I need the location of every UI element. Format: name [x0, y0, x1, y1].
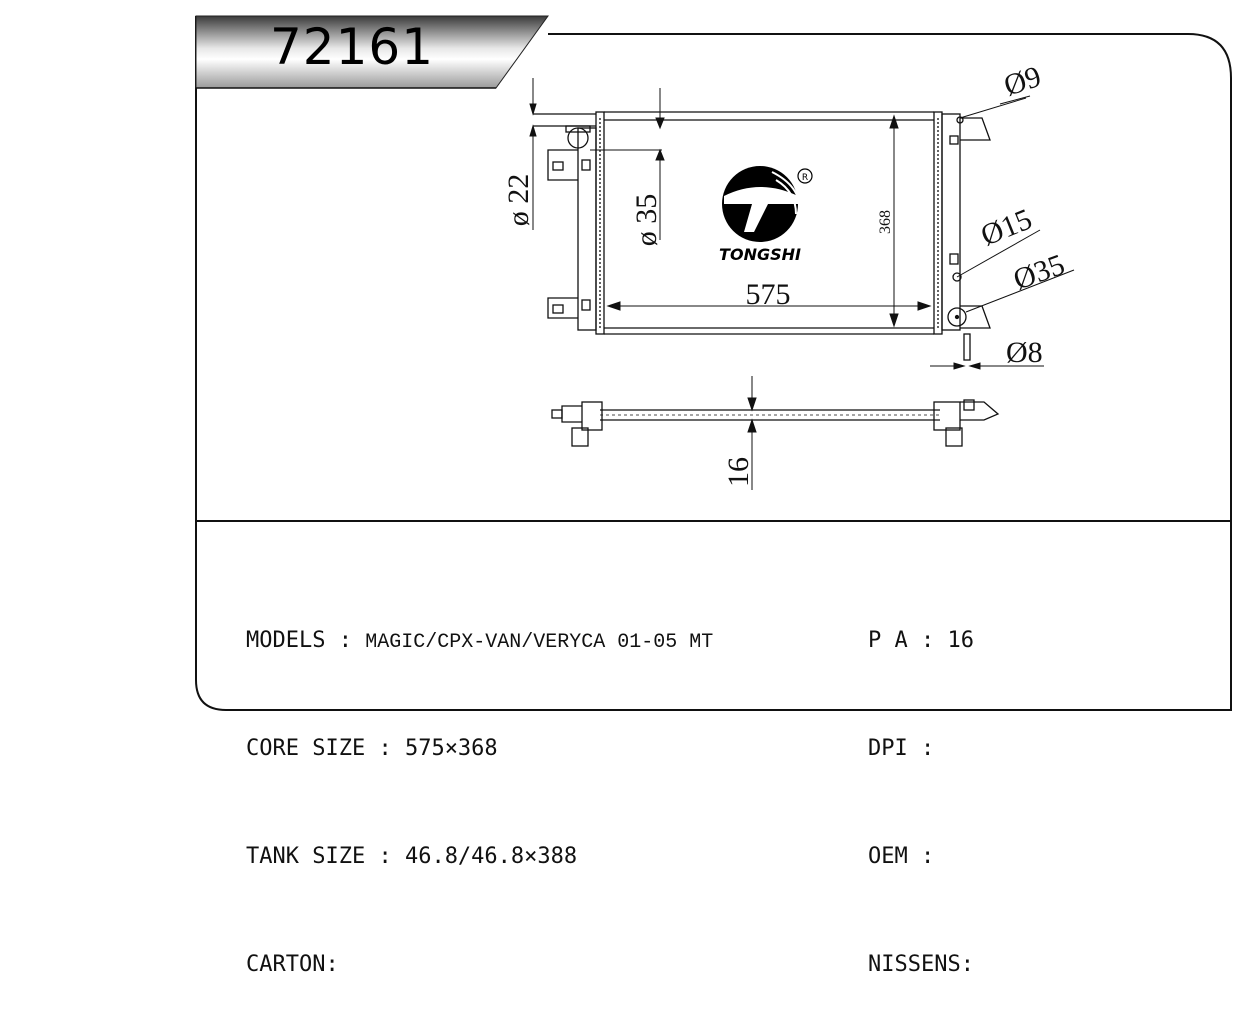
- nissens-label: NISSENS:: [868, 952, 974, 977]
- height-dimension-label: 368: [877, 210, 894, 234]
- spec-left-column: MODELS : MAGIC/CPX-VAN/VERYCA 01-05 MT C…: [246, 551, 713, 1019]
- inlet-diameter-label: ø 22: [502, 174, 535, 227]
- tank-size-row: TANK SIZE : 46.8/46.8×388: [246, 839, 713, 875]
- pa-label: P A :: [868, 628, 948, 653]
- sensor-diameter-label: Ø15: [976, 203, 1036, 253]
- thickness-dimension: [747, 376, 757, 490]
- oem-row: OEM :: [868, 839, 974, 875]
- core-size-value: 575×368: [404, 736, 498, 761]
- bolt-diameter-label: Ø9: [1000, 60, 1045, 103]
- models-value: MAGIC/CPX-VAN/VERYCA 01-05 MT: [365, 631, 714, 654]
- dimension-lines: [529, 78, 1075, 370]
- pa-row: P A : 16: [868, 623, 974, 659]
- outlet-diameter-label: Ø35: [1009, 248, 1069, 297]
- dpi-row: DPI :: [868, 731, 974, 767]
- part-number: 72161: [270, 18, 435, 76]
- drawing-sheet: 575 368 ø 22 ø 35 Ø9 Ø15 Ø35 Ø8 R TONGSH…: [195, 15, 1232, 711]
- oem-label: OEM :: [868, 844, 935, 869]
- pa-value: 16: [947, 628, 974, 653]
- drain-diameter-label: Ø8: [1006, 336, 1043, 369]
- nissens-row: NISSENS:: [868, 947, 974, 983]
- tank-size-value: 46.8/46.8×388: [404, 844, 578, 869]
- cap-diameter-label: ø 35: [630, 194, 663, 247]
- carton-row: CARTON:: [246, 947, 713, 983]
- radiator-top-view: [551, 399, 1000, 447]
- tongshi-logo: R TONGSHI: [719, 166, 813, 264]
- dpi-label: DPI :: [868, 736, 935, 761]
- core-size-label: CORE SIZE :: [246, 736, 405, 761]
- tank-size-label: TANK SIZE :: [246, 844, 405, 869]
- svg-text:R: R: [802, 173, 808, 183]
- carton-label: CARTON:: [246, 952, 339, 977]
- core-size-row: CORE SIZE : 575×368: [246, 731, 713, 767]
- width-dimension-label: 575: [746, 278, 791, 311]
- models-row: MODELS : MAGIC/CPX-VAN/VERYCA 01-05 MT: [246, 623, 713, 659]
- spec-right-column: P A : 16 DPI : OEM : NISSENS:: [868, 551, 974, 1019]
- sheet-border: [195, 16, 1232, 711]
- thickness-label: 16: [722, 457, 755, 487]
- brand-name: TONGSHI: [719, 245, 801, 264]
- models-label: MODELS :: [246, 628, 366, 653]
